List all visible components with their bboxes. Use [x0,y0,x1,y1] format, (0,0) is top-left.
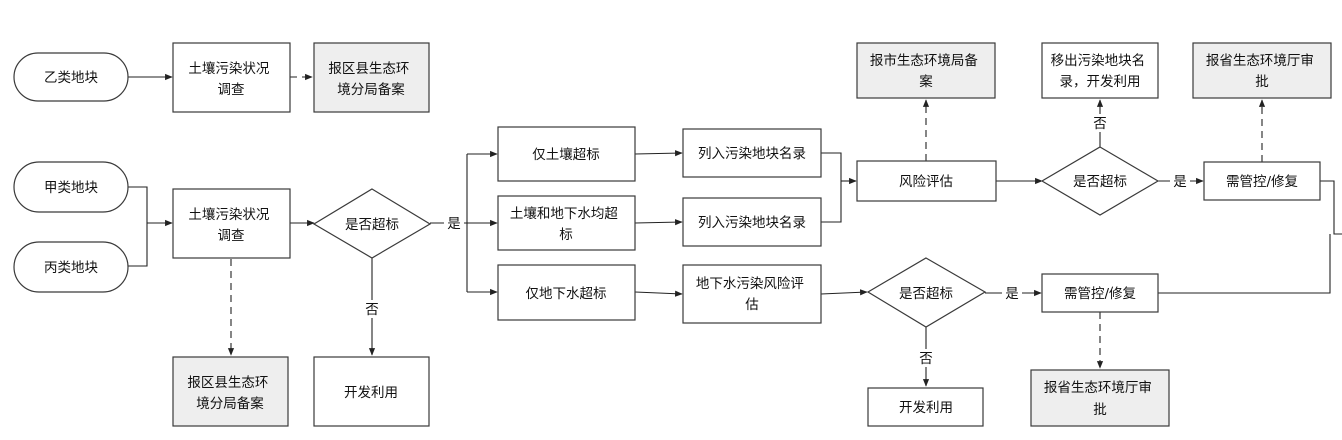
node-report-top-text: 报区县生态环 境分局备案 [328,61,413,98]
edge-soil-water-to-list2 [634,219,683,226]
node-decision1: 是否超标 [312,188,432,259]
node-survey-mid: 土壤污染状况 调查 [172,188,291,259]
edge-soil-only-to-list1 [634,150,683,157]
node-report-city: 报市生态环境局备 案 [856,42,996,99]
nodes: 乙类地块 甲类地块 丙类地块 土壤污染状况 调查 报区县生态环 境分局备案 [13,42,1332,427]
edge-water-only-to-gw-risk [634,290,683,297]
node-decision2-text: 是否超标 [1073,174,1127,190]
node-report-city-text: 报市生态环境局备 案 [870,52,982,90]
label-yes2: 是 [1173,174,1187,190]
node-control1: 需管控/修复 [1203,161,1321,201]
edge-control2-exit [1158,234,1331,294]
node-control2: 需管控/修复 [1041,273,1159,313]
node-soil-water: 土壤和地下水均超 标 [497,195,636,251]
node-remove-list: 移出污染地块名 录，开发利用 [1041,42,1159,99]
node-report-prov2-text: 报省生态环境厅审 批 [1044,380,1156,418]
node-develop2-text: 开发利用 [899,400,953,416]
node-report-prov2: 报省生态环境厅审 批 [1030,369,1170,427]
edge-control1-exit [1320,180,1342,235]
node-risk-assess-text: 风险评估 [899,174,953,190]
edge-gw-risk-to-decision3 [820,289,868,296]
node-develop1: 开发利用 [313,356,430,427]
node-list2: 列入污染地块名录 [682,197,822,247]
node-report-bottom-text: 报区县生态环 境分局备案 [187,375,272,412]
node-control2-text: 需管控/修复 [1064,285,1136,302]
node-report-prov1-text: 报省生态环境厅审 批 [1206,53,1318,90]
node-decision3: 是否超标 [866,257,987,328]
node-decision1-text: 是否超标 [345,217,399,233]
node-gw-risk-text: 地下水污染风险评 估 [696,276,808,313]
label-yes1: 是 [447,216,461,232]
node-water-only-text: 仅地下水超标 [526,286,607,302]
node-survey-top: 土壤污染状况 调查 [172,42,291,113]
edge-labels: 是 否 否 是 是 否 [362,114,1190,367]
node-report-top: 报区县生态环 境分局备案 [313,42,430,113]
node-water-only: 仅地下水超标 [497,264,636,321]
node-survey-top-text: 土壤污染状况 调查 [188,60,273,98]
node-risk-assess: 风险评估 [856,160,997,202]
node-remove-list-text: 移出污染地块名 录，开发利用 [1051,53,1150,90]
label-no3: 否 [919,351,933,367]
edge-lists-join [821,152,842,223]
node-yilei: 乙类地块 [13,52,129,102]
node-report-bottom: 报区县生态环 境分局备案 [172,356,289,427]
node-survey-mid-text: 土壤污染状况 调查 [188,206,273,244]
node-gw-risk: 地下水污染风险评 估 [682,264,822,324]
node-soil-water-text: 土壤和地下水均超 标 [510,205,622,243]
node-soil-only: 仅土壤超标 [497,126,636,182]
label-yes3: 是 [1005,286,1019,302]
node-jialei: 甲类地块 [13,161,129,213]
node-list1-text: 列入污染地块名录 [698,146,806,162]
node-report-prov1: 报省生态环境厅审 批 [1192,42,1332,99]
edges [128,73,1342,387]
edge-jia-bing-join [128,186,148,267]
node-binglei-text: 丙类地块 [44,260,98,276]
node-list1: 列入污染地块名录 [682,128,822,178]
node-list2-text: 列入污染地块名录 [698,215,806,231]
node-binglei: 丙类地块 [13,241,129,293]
node-control1-text: 需管控/修复 [1226,173,1298,190]
node-decision3-text: 是否超标 [899,286,953,302]
node-yilei-text: 乙类地块 [44,70,98,86]
node-jialei-text: 甲类地块 [44,180,98,196]
node-soil-only-text: 仅土壤超标 [532,146,600,163]
node-decision2: 是否超标 [1040,146,1160,216]
label-no2: 否 [1093,116,1107,132]
node-develop2: 开发利用 [867,387,984,427]
node-develop1-text: 开发利用 [344,385,398,401]
label-no1: 否 [365,302,379,318]
